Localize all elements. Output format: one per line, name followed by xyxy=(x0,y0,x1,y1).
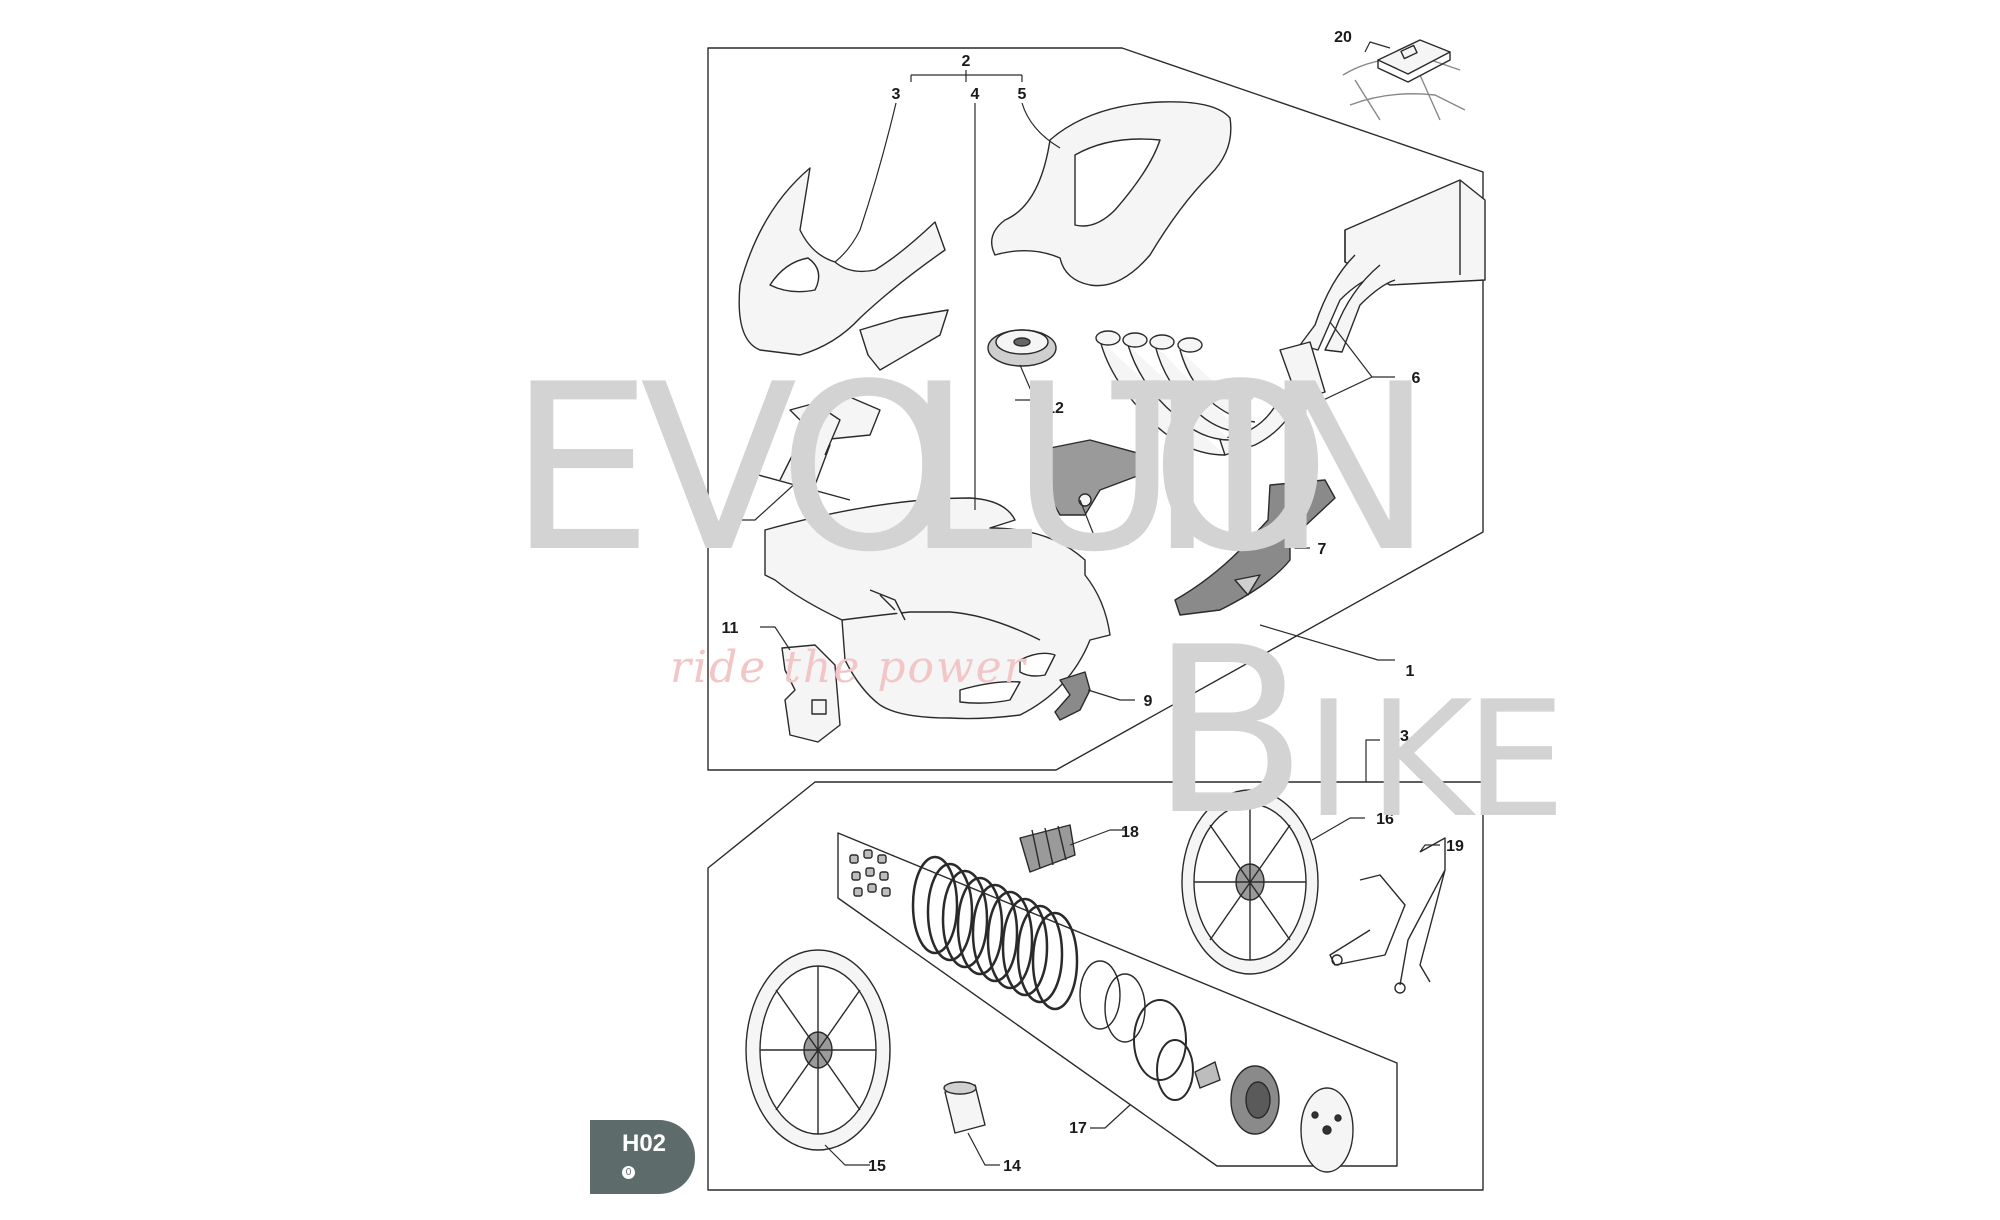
callout-14: 14 xyxy=(1003,1158,1021,1175)
watermark-letter: B xyxy=(1150,599,1308,866)
callout-10: 10 xyxy=(720,514,738,531)
rear-wheel-part xyxy=(1181,789,1319,975)
watermark-letter: O xyxy=(778,336,960,603)
clutch-group-frame xyxy=(837,832,1398,1167)
watermark-letter: O xyxy=(1150,336,1332,603)
bracket-part-9 xyxy=(1054,671,1091,721)
watermark-letter: N xyxy=(1262,336,1435,603)
watermark-letter: I xyxy=(1305,666,1353,853)
oil-filter-part xyxy=(943,1081,986,1134)
callout-19: 19 xyxy=(1446,838,1464,855)
bracket-part-8 xyxy=(1039,439,1146,516)
callout-16: 16 xyxy=(1376,811,1394,828)
tail-section-part xyxy=(991,101,1232,287)
page-revision: 0 xyxy=(622,1166,635,1179)
watermark-letter: T xyxy=(1112,336,1253,603)
callout-17: 17 xyxy=(1069,1120,1087,1137)
callout-1: 1 xyxy=(1406,663,1415,680)
watermark-letter: K xyxy=(1368,666,1473,853)
front-wheel-part xyxy=(745,949,891,1151)
lower-group-frame xyxy=(707,781,1484,1191)
callout-12: 12 xyxy=(1046,400,1064,417)
callout-2: 2 xyxy=(962,53,971,70)
callout-13: 13 xyxy=(1391,728,1409,745)
watermark-letter: E xyxy=(508,336,654,603)
fuel-cap-part xyxy=(987,329,1057,367)
callout-5: 5 xyxy=(1018,86,1027,103)
watermark-letter: L xyxy=(905,336,1034,603)
paddock-stand-part xyxy=(1329,837,1446,994)
exhaust-cover-part xyxy=(1174,479,1336,616)
page-code: H02 xyxy=(622,1130,667,1157)
watermark-letter: V xyxy=(640,336,798,603)
watermark-letter: E xyxy=(1465,666,1567,853)
callout-11: 11 xyxy=(722,620,739,637)
watermark-letter: U xyxy=(1010,336,1179,603)
upper-group-frame xyxy=(707,47,1484,771)
callout-8: 8 xyxy=(1122,532,1131,549)
fairing-stay-part xyxy=(739,394,881,501)
watermark-tagline: ride the power xyxy=(670,642,1027,693)
callout-9: 9 xyxy=(1144,693,1153,710)
damper-part xyxy=(1019,824,1076,873)
lower-fairing-part xyxy=(764,497,1111,720)
data-logger-unit xyxy=(1377,39,1451,83)
page-code-badge: H02 0 xyxy=(590,1120,695,1194)
callout-3: 3 xyxy=(892,86,901,103)
callout-15: 15 xyxy=(868,1158,886,1175)
callout-6: 6 xyxy=(1412,370,1421,387)
front-fairing-part xyxy=(738,167,949,371)
side-plate-part xyxy=(781,644,841,743)
watermark-letter: I xyxy=(1206,336,1274,603)
clutch-kit-part xyxy=(849,849,1354,1173)
callout-7: 7 xyxy=(1318,541,1327,558)
callout-4: 4 xyxy=(971,86,980,103)
exhaust-system-part xyxy=(1095,179,1486,456)
callout-18: 18 xyxy=(1121,824,1139,841)
callout-20: 20 xyxy=(1334,29,1352,46)
leader-lines xyxy=(740,41,1440,1166)
